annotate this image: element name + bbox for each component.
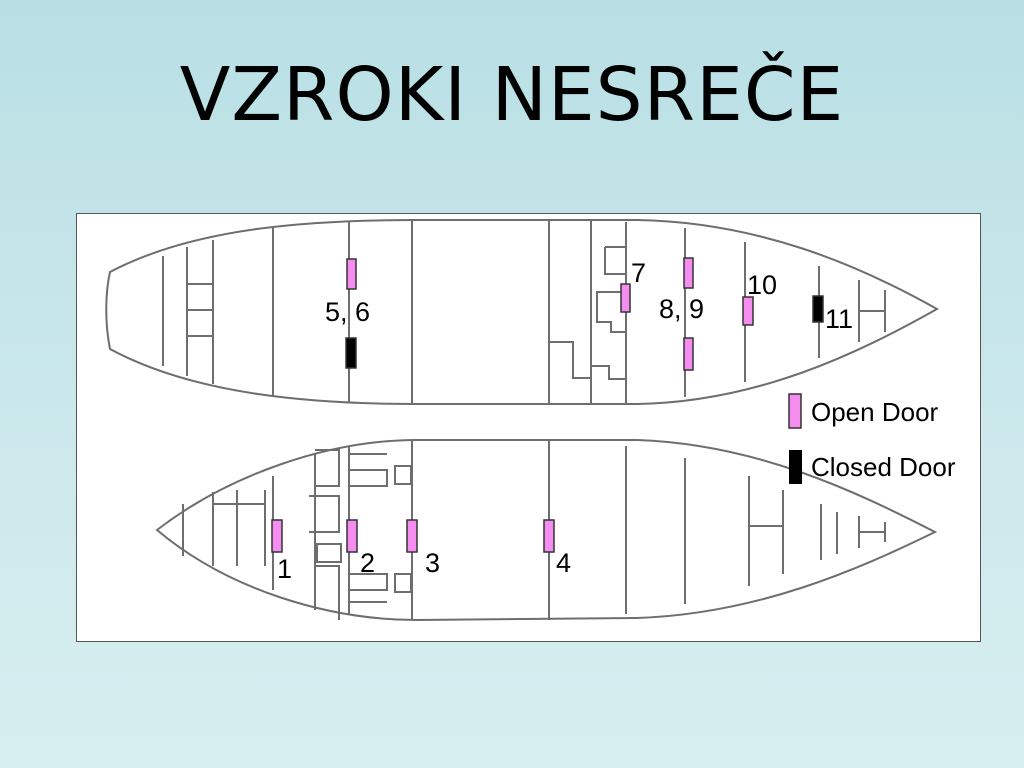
door-9-open (683, 337, 694, 371)
door-label-10: 10 (747, 270, 777, 300)
door-11-closed (812, 295, 824, 323)
door-2-open (346, 519, 358, 553)
lower-deck (155, 439, 938, 622)
door-labels: 5, 6 7 8, 9 10 11 1 2 3 4 (277, 258, 853, 584)
door-label-11: 11 (825, 304, 853, 334)
door-5-open (346, 258, 357, 290)
door-label-5-6: 5, 6 (325, 297, 370, 327)
door-10-open (742, 296, 754, 326)
door-8-open (683, 257, 694, 289)
door-6-closed (345, 337, 357, 369)
door-label-8-9: 8, 9 (659, 294, 704, 324)
lower-hull-outline (155, 439, 938, 622)
door-label-1: 1 (277, 554, 292, 584)
door-4-open (543, 519, 555, 553)
door-7-open (620, 283, 631, 313)
door-3-open (406, 519, 418, 553)
legend-open-label: Open Door (811, 397, 939, 427)
legend-closed-label: Closed Door (811, 452, 956, 482)
door-label-3: 3 (425, 548, 440, 578)
doors (271, 257, 824, 553)
door-label-4: 4 (556, 548, 571, 578)
door-label-2: 2 (360, 548, 375, 578)
deck-plan-svg: 5, 6 7 8, 9 10 11 1 2 3 4 Open Door Clos… (105, 219, 956, 622)
deck-plan-diagram: 5, 6 7 8, 9 10 11 1 2 3 4 Open Door Clos… (76, 213, 981, 642)
slide-title: VZROKI NESREČE (179, 52, 845, 138)
door-label-7: 7 (631, 258, 646, 288)
legend-closed-swatch (789, 450, 802, 484)
upper-hull-outline (105, 219, 940, 405)
legend-open-swatch (788, 393, 802, 429)
legend: Open Door Closed Door (788, 393, 956, 484)
door-1-open (271, 519, 283, 553)
